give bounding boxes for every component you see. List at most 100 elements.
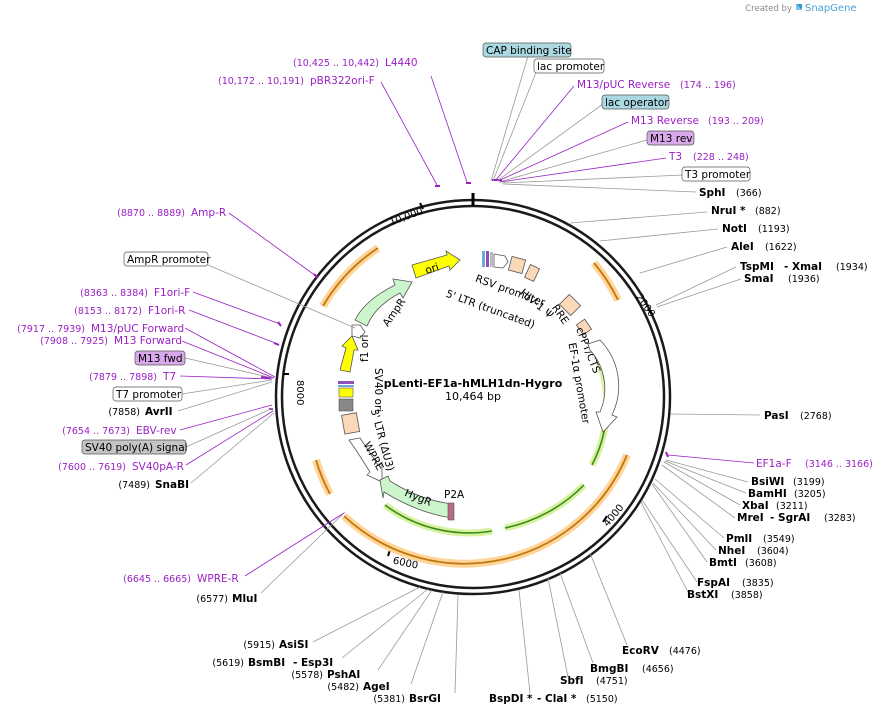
xbai-pos: (3211) <box>776 501 808 512</box>
m13fwd-label: M13 fwd <box>138 353 183 365</box>
l4440-name: L4440 <box>385 57 418 69</box>
t3-line <box>499 157 667 183</box>
tick-label-2000: 2000 <box>633 292 657 319</box>
bamhi-pos: (3205) <box>794 489 826 500</box>
ef1af-name: EF1a-F <box>756 458 792 470</box>
sv40pa-label: SV40 poly(A) signal <box>85 442 188 454</box>
snabi-pos: (7489) <box>118 480 150 491</box>
brand-created-by: Created by <box>745 4 792 14</box>
m13reverse-name: M13 Reverse <box>631 115 699 127</box>
bstxi-line <box>640 501 690 595</box>
pmli-pos: (3549) <box>763 534 795 545</box>
tspmi-line <box>655 266 737 306</box>
sv40ori-label: SV40 ori <box>372 368 384 412</box>
tick-label-10000: 10,000 <box>388 206 425 228</box>
bspdi-line <box>518 589 531 694</box>
bsrgi-line <box>454 594 459 694</box>
bsiwi-pos: (3199) <box>793 477 825 488</box>
ebv-pos: (7654 .. 7673) <box>62 426 130 437</box>
avrii-pos: (7858) <box>108 407 140 418</box>
rre-box <box>558 293 582 317</box>
cppt-box <box>575 318 593 336</box>
ecorv-pos: (4476) <box>669 646 701 657</box>
snabi-name: SnaBI <box>155 479 189 491</box>
m13fwd-marker <box>260 376 272 379</box>
tick-2000 <box>647 308 654 316</box>
snabi-line <box>190 412 275 484</box>
sbfi-name: SbfI <box>560 675 584 687</box>
m13forward-name: M13 Forward <box>114 335 182 347</box>
t3p-label: T3 promoter <box>684 169 751 181</box>
bsiwi-line <box>665 459 749 483</box>
bamhi-line <box>664 460 747 494</box>
m13fwd-box-line <box>184 357 274 379</box>
arc-bottom-line <box>343 454 628 565</box>
tick-4000 <box>602 515 608 523</box>
plasmid-name: pLenti-EF1a-hMLH1dn-Hygro <box>384 377 563 390</box>
plasmid-size: 10,464 bp <box>445 390 501 403</box>
snapgene-brand: Created by SnapGene <box>745 3 856 14</box>
f1orif-name: F1ori-F <box>154 287 190 299</box>
cap-box <box>482 42 572 58</box>
mlui-line <box>260 511 346 594</box>
fspai-line <box>641 499 698 583</box>
ecorv-line <box>589 552 628 646</box>
bsrgi-name: BsrGI <box>409 693 441 705</box>
agei-pos: (5482) <box>327 682 359 693</box>
feature-label-boxes: CAP binding site lac promoter lac operat… <box>81 42 751 455</box>
agei-line <box>410 591 444 685</box>
m13rev-box <box>646 130 695 146</box>
pshai-name: PshAI <box>327 669 360 681</box>
smai-name: SmaI <box>744 273 774 285</box>
bmgbi-name: BmgBI <box>590 663 628 675</box>
f1orir-line <box>188 309 279 345</box>
f1orir-pos: (8153 .. 8172) <box>74 306 142 317</box>
sbfi-pos: (4751) <box>596 676 628 687</box>
noti-name: NotI <box>722 223 747 235</box>
mrei-pos: (3283) <box>824 513 856 524</box>
ampp-box <box>123 251 209 267</box>
f1ori-arrow <box>339 335 359 373</box>
l4440-pos: (10,425 .. 10,442) <box>293 58 379 69</box>
ori-label: ori <box>424 261 441 277</box>
ampr-promoter-arrow <box>351 324 366 339</box>
asisi-line <box>312 586 421 643</box>
pmli-line <box>654 478 725 539</box>
arc-orange-2000-line <box>593 262 619 301</box>
nrui-line <box>569 211 708 224</box>
ltr3-box <box>341 412 361 435</box>
arc-hygr-line <box>384 504 493 534</box>
pasi-name: PasI <box>764 410 789 422</box>
t7p-line <box>181 379 273 395</box>
t7-name: T7 <box>162 371 176 383</box>
sphi-pos: (366) <box>736 188 762 199</box>
bspdi-pos: (5150) <box>586 694 618 705</box>
amp-r-pos: (8870 .. 8889) <box>117 208 185 219</box>
sv40ori-box <box>338 387 354 398</box>
amp-r-name: Amp-R <box>191 207 226 219</box>
tick-10000 <box>419 202 424 210</box>
alei-name: AleI <box>731 241 754 253</box>
pshai-line <box>377 589 433 671</box>
ef1a-promoter-arrow <box>587 339 620 433</box>
ltr5-box <box>507 255 527 275</box>
m13forward-pos: (7908 .. 7925) <box>40 336 108 347</box>
avrii-name: AvrII <box>145 406 173 418</box>
m13puc-rev-pos: (174 .. 196) <box>680 80 736 91</box>
arc-left-small-line <box>315 459 331 495</box>
ebv-name: EBV-rev <box>136 425 177 437</box>
smai-line <box>656 278 742 308</box>
arc-ampr-line <box>322 247 379 307</box>
alei-pos: (1622) <box>765 242 797 253</box>
pmli-name: PmlI <box>726 533 752 545</box>
ampp-line <box>207 264 356 329</box>
wpre-r-name: WPRE-R <box>197 573 239 585</box>
t3p-box <box>681 166 751 182</box>
m13reverse-line <box>497 121 629 182</box>
arc-ampr-band <box>319 244 381 309</box>
bstxi-name: BstXI <box>687 589 718 601</box>
bmgbi-line <box>559 572 594 664</box>
wpre-r-pos: (6645 .. 6665) <box>123 574 191 585</box>
esp3i-name: - Esp3I <box>293 657 333 669</box>
agei-name: AgeI <box>363 681 390 693</box>
